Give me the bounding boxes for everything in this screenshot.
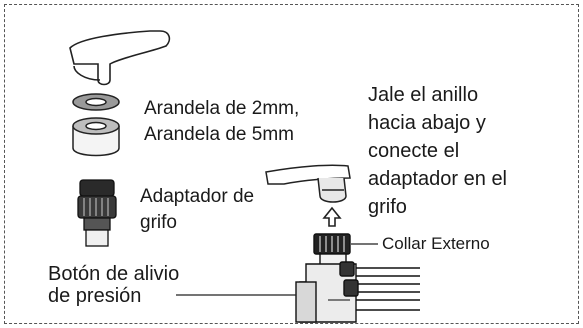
washer-2mm-icon: [72, 93, 120, 111]
label-outer-collar: Collar Externo: [382, 234, 490, 253]
instruction-line3: conecte el: [368, 140, 460, 162]
washer-5mm-icon: [72, 117, 120, 157]
faucet-with-adapter-icon: [265, 164, 351, 203]
label-adapter-line1: Adaptador de: [140, 186, 255, 207]
label-relief-line2: de presión: [48, 285, 142, 307]
diverter-valve-icon: [295, 233, 420, 323]
instruction-line5: grifo: [368, 196, 407, 218]
instruction-line4: adaptador en el: [368, 168, 508, 190]
leader-lines: [176, 243, 378, 296]
instruction-line2: hacia abajo y: [368, 112, 486, 134]
label-relief-line1: Botón de alivio: [48, 263, 180, 285]
up-arrow-icon: [322, 206, 342, 227]
label-washers-line1: Arandela de 2mm,: [144, 98, 300, 119]
faucet-icon: [69, 30, 171, 86]
diagram-border: [4, 4, 579, 324]
instruction-line1: Jale el anillo: [368, 84, 479, 106]
label-adapter-line2: grifo: [140, 212, 177, 233]
faucet-adapter-icon: [77, 179, 117, 247]
label-washers-line2: Arandela de 5mm: [144, 124, 294, 145]
